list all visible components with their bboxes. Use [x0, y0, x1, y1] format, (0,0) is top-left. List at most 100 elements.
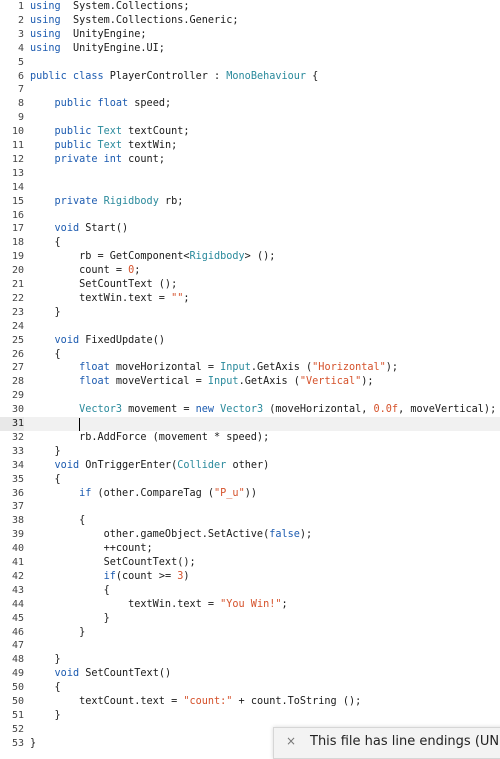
- line-number: 35: [11, 473, 24, 485]
- code-token: }: [30, 306, 61, 318]
- line-number: 4: [17, 42, 24, 54]
- line-number: 49: [11, 668, 24, 680]
- code-line[interactable]: 20 count = 0;: [0, 264, 500, 278]
- code-line[interactable]: 10 public Text textCount;: [0, 125, 500, 139]
- code-line[interactable]: 12 private int count;: [0, 153, 500, 167]
- code-line[interactable]: 40 ++count;: [0, 542, 500, 556]
- code-token: ;: [281, 598, 288, 610]
- code-token: [30, 460, 55, 471]
- code-line[interactable]: 17 void Start(): [0, 222, 500, 236]
- code-line[interactable]: 18 {: [0, 236, 500, 250]
- code-line[interactable]: 28 float moveVertical = Input.GetAxis ("…: [0, 375, 500, 389]
- code-token: rb.AddForce (movement * speed);: [30, 431, 270, 443]
- code-line[interactable]: 34 void OnTriggerEnter(Collider other): [0, 459, 500, 473]
- code-token: [30, 571, 104, 582]
- line-number: 23: [11, 306, 24, 318]
- code-text: other.gameObject.SetActive(false);: [30, 528, 313, 542]
- code-line[interactable]: 22 textWin.text = "";: [0, 292, 500, 306]
- line-number: 24: [11, 320, 24, 332]
- code-line[interactable]: 26 {: [0, 348, 500, 362]
- code-token: + count.ToString ();: [232, 696, 362, 707]
- code-line[interactable]: 15 private Rigidbody rb;: [0, 195, 500, 209]
- code-line[interactable]: 25 void FixedUpdate(): [0, 334, 500, 348]
- code-line[interactable]: 46 }: [0, 626, 500, 640]
- line-number: 33: [11, 445, 24, 457]
- code-line[interactable]: 30 Vector3 movement = new Vector3 (moveH…: [0, 403, 500, 417]
- code-line[interactable]: 13: [0, 167, 500, 181]
- code-token: [30, 196, 55, 207]
- code-token: SetCountText();: [30, 557, 196, 568]
- code-text: }: [30, 306, 61, 320]
- code-token: );: [361, 376, 374, 388]
- code-line[interactable]: 41 SetCountText();: [0, 556, 500, 570]
- code-line[interactable]: 42 if(count >= 3): [0, 570, 500, 584]
- code-text: public float speed;: [30, 97, 172, 111]
- code-line[interactable]: 51 }: [0, 709, 500, 723]
- code-token: count =: [30, 265, 129, 277]
- code-text: SetCountText();: [30, 556, 196, 570]
- line-number: 25: [11, 334, 24, 346]
- line-number: 8: [17, 98, 24, 110]
- code-line[interactable]: 5: [0, 56, 500, 70]
- code-line[interactable]: 50 {: [0, 681, 500, 695]
- code-line[interactable]: 53}: [0, 737, 500, 750]
- code-token: count;: [122, 153, 165, 165]
- code-line[interactable]: 9: [0, 111, 500, 125]
- line-number: 10: [11, 126, 24, 138]
- code-line[interactable]: 29: [0, 389, 500, 403]
- code-line[interactable]: 23 }: [0, 306, 500, 320]
- code-line[interactable]: 4 using UnityEngine.UI;: [0, 42, 500, 56]
- code-line[interactable]: 21 SetCountText ();: [0, 278, 500, 292]
- code-line[interactable]: 37: [0, 500, 500, 514]
- code-line[interactable]: 50 textCount.text = "count:" + count.ToS…: [0, 695, 500, 709]
- code-token: (count >=: [115, 570, 178, 582]
- code-line[interactable]: 24: [0, 320, 500, 334]
- code-text: private int count;: [30, 153, 165, 167]
- code-line[interactable]: 11 public Text textWin;: [0, 139, 500, 153]
- close-icon[interactable]: ×: [286, 734, 297, 748]
- line-number: 36: [11, 487, 24, 499]
- code-line[interactable]: 33 }: [0, 445, 500, 459]
- line-number: 15: [11, 195, 24, 207]
- code-token: textWin;: [122, 140, 178, 151]
- code-line[interactable]: 36 if (other.CompareTag ("P_u")): [0, 487, 500, 501]
- code-token: }: [30, 612, 110, 624]
- code-token: moveHorizontal =: [109, 362, 221, 374]
- line-number: 38: [11, 515, 24, 527]
- code-text: {: [30, 473, 61, 487]
- code-token: Vector3: [220, 404, 264, 416]
- code-line[interactable]: 49 void SetCountText(): [0, 667, 500, 681]
- code-line[interactable]: 14: [0, 181, 500, 195]
- code-text: SetCountText ();: [30, 278, 177, 292]
- code-token: "P_u": [214, 487, 245, 499]
- code-token: OnTriggerEnter(: [79, 459, 178, 471]
- code-line[interactable]: 8 public float speed;: [0, 97, 500, 111]
- code-text: }: [30, 709, 61, 723]
- code-line[interactable]: 32 rb.AddForce (movement * speed);: [0, 431, 500, 445]
- code-line[interactable]: 38 {: [0, 514, 500, 528]
- code-token: ): [183, 570, 190, 582]
- code-line[interactable]: 7: [0, 83, 500, 97]
- code-line[interactable]: 27 float moveHorizontal = Input.GetAxis …: [0, 361, 500, 375]
- code-line[interactable]: 39 other.gameObject.SetActive(false);: [0, 528, 500, 542]
- code-line[interactable]: 52: [0, 723, 500, 737]
- line-number: 9: [17, 112, 24, 124]
- code-line[interactable]: 31: [0, 417, 500, 431]
- code-token: [30, 98, 55, 109]
- code-line[interactable]: 47: [0, 639, 500, 653]
- code-text: rb.AddForce (movement * speed);: [30, 431, 269, 445]
- code-line[interactable]: 45 }: [0, 612, 500, 626]
- code-line[interactable]: 44 textWin.text = "You Win!";: [0, 598, 500, 612]
- code-line[interactable]: 19 rb = GetComponent<Rigidbody> ();: [0, 250, 500, 264]
- code-line[interactable]: 16: [0, 209, 500, 223]
- code-line[interactable]: 43 {: [0, 584, 500, 598]
- code-token: [30, 126, 55, 137]
- code-text: using UnityEngine.UI;: [30, 42, 165, 56]
- code-line[interactable]: 48 }: [0, 653, 500, 667]
- code-line[interactable]: 35 {: [0, 473, 500, 487]
